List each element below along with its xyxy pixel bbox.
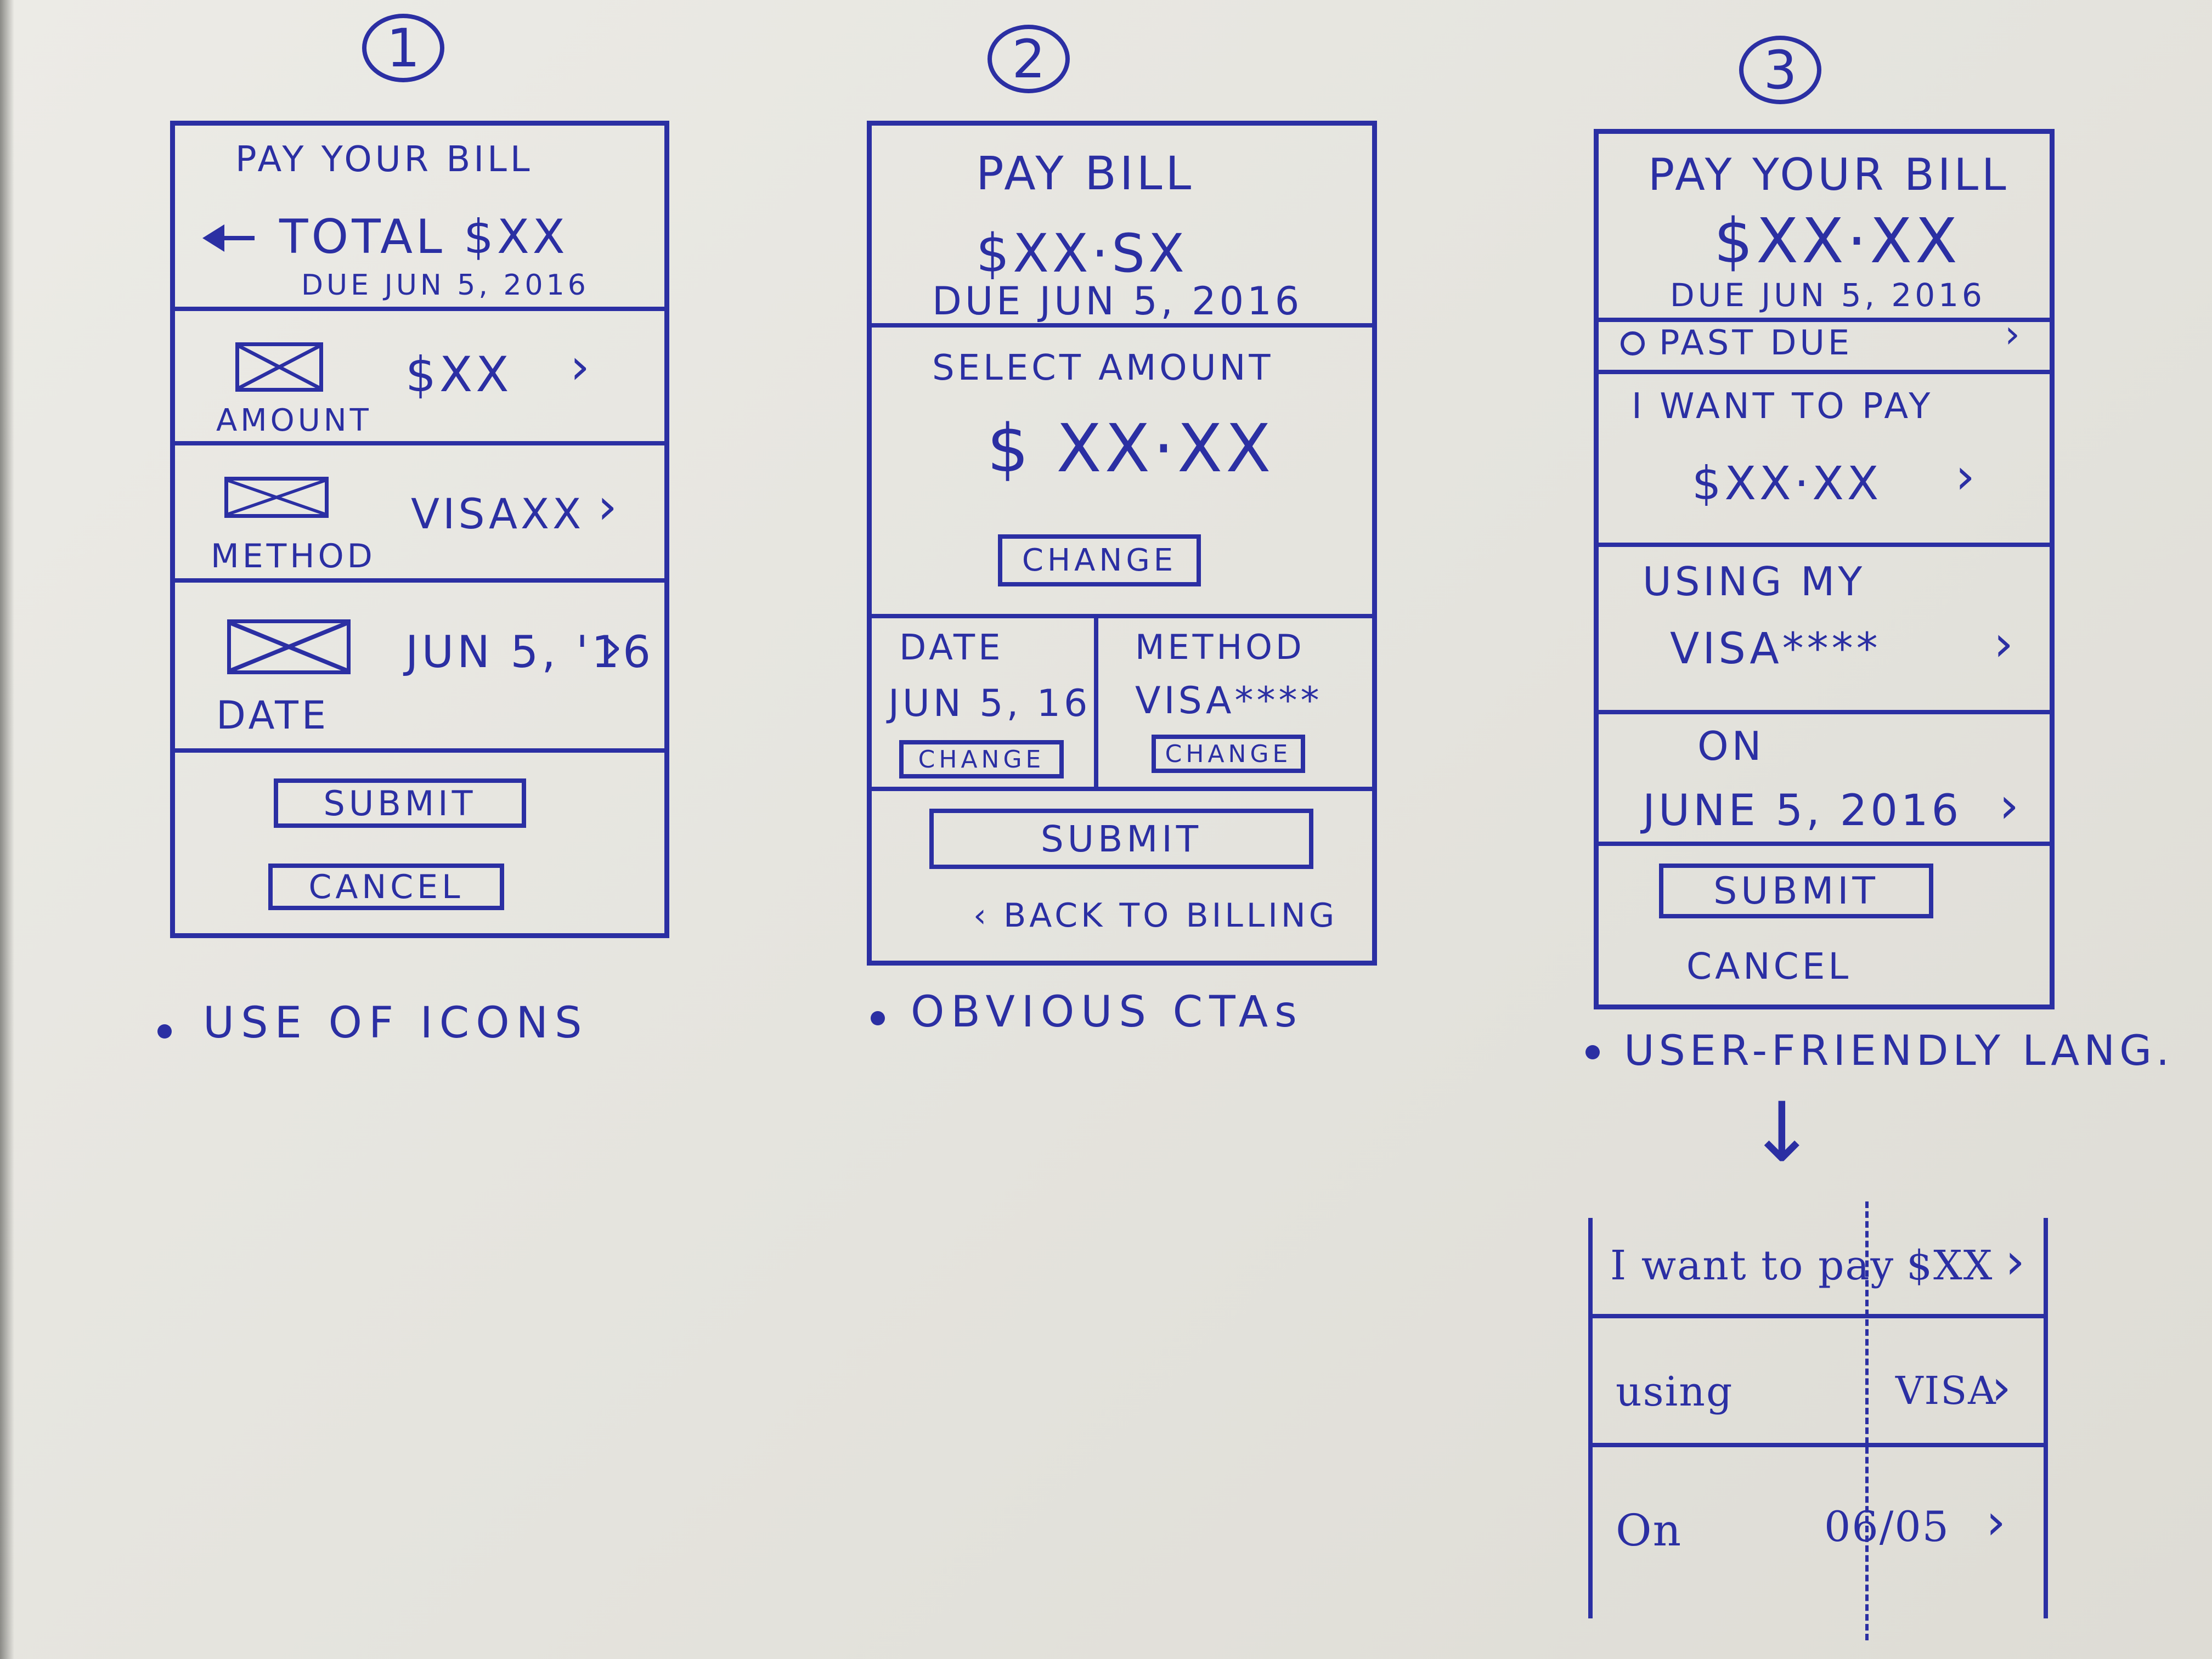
chevron-right-icon[interactable]: ›	[2005, 1233, 2025, 1290]
sketch-2-divider	[872, 787, 1372, 791]
detail-row-1-label: I want to pay	[1610, 1242, 1895, 1289]
sketch-3-using-label: USING MY	[1643, 558, 1866, 605]
sketch-2-back-to-billing-link[interactable]: ‹ BACK TO BILLING	[973, 896, 1338, 935]
chevron-right-icon[interactable]: ›	[603, 618, 623, 675]
sketch-2-change-date-button[interactable]: CHANGE	[899, 740, 1064, 778]
sketch-3-divider	[1599, 543, 2050, 547]
image-placeholder-icon	[227, 619, 351, 674]
chevron-right-icon[interactable]: ›	[1994, 615, 2013, 673]
sketch-2-number-text: 2	[1012, 28, 1046, 90]
sketch-2-total: $XX·SX	[976, 223, 1188, 284]
sketch-1-total: TOTAL $XX	[279, 210, 568, 264]
arrow-down-icon: ↓	[1747, 1085, 1820, 1181]
sketch-2-due: DUE JUN 5, 2016	[932, 279, 1303, 324]
chevron-right-icon[interactable]: ›	[1991, 1359, 2011, 1417]
sketch-1-title: PAY YOUR BILL	[235, 139, 533, 180]
sketch-3-on-value[interactable]: JUNE 5, 2016	[1643, 786, 1962, 836]
sketch-2-date-value: JUN 5, 16'	[888, 682, 1105, 725]
sketch-3-cancel-link[interactable]: CANCEL	[1686, 945, 1852, 988]
sketch-2-method-value: VISA****	[1135, 679, 1323, 723]
sketch-1-date-value: JUN 5, '16	[405, 627, 654, 678]
detail-row-3-value[interactable]: 06/05	[1824, 1502, 1950, 1551]
sketch-1-bullet	[157, 1024, 172, 1039]
detail-row-2-label: using	[1616, 1368, 1734, 1415]
sketch-1-cancel-button[interactable]: CANCEL	[268, 864, 504, 910]
alert-icon	[1621, 331, 1645, 356]
sketch-1-number-text: 1	[386, 17, 420, 79]
sketch-2-divider	[872, 614, 1372, 618]
sketch-3-submit-button[interactable]: SUBMIT	[1659, 864, 1933, 918]
sketch-1-method-value: VISAXX	[411, 489, 585, 538]
chevron-right-icon[interactable]: ›	[1999, 777, 2019, 834]
detail-divider	[1588, 1314, 2044, 1318]
sketch-2-phone-frame: PAY BILL $XX·SX DUE JUN 5, 2016 SELECT A…	[867, 121, 1377, 966]
chevron-right-icon[interactable]: ›	[1986, 1493, 2006, 1551]
chevron-right-icon[interactable]: ›	[597, 478, 617, 535]
sketch-1-divider	[175, 748, 664, 753]
sketch-3-total: $XX·XX	[1714, 206, 1961, 277]
sketch-2-bullet	[871, 1011, 885, 1025]
sketch-2-date-label: DATE	[899, 628, 1004, 668]
sketch-2-divider	[872, 323, 1372, 328]
sketch-3-note: USER-FRIENDLY LANG.	[1624, 1026, 2174, 1075]
photo-edge-shadow	[0, 0, 14, 1659]
sketch-1-phone-frame: PAY YOUR BILL TOTAL $XX DUE JUN 5, 2016 …	[170, 121, 669, 938]
sketch-3-bullet	[1585, 1045, 1600, 1059]
sketch-3-phone-frame: PAY YOUR BILL $XX·XX DUE JUN 5, 2016 PAS…	[1594, 129, 2055, 1009]
sketch-3-due: DUE JUN 5, 2016	[1670, 276, 1985, 314]
sketch-2-title: PAY BILL	[976, 146, 1195, 200]
sketch-2-select-amount: SELECT AMOUNT	[932, 348, 1274, 388]
detail-row-1-value[interactable]: $XX	[1906, 1242, 1994, 1289]
sketch-3-divider	[1599, 710, 2050, 714]
sketch-2-change-method-button[interactable]: CHANGE	[1152, 735, 1305, 773]
sketch-3-divider	[1599, 370, 2050, 374]
sketch-3-using-value[interactable]: VISA****	[1670, 624, 1881, 674]
sketch-1-divider	[175, 578, 664, 583]
sketch-1-submit-button[interactable]: SUBMIT	[274, 778, 526, 828]
sketch-1-number: 1	[362, 14, 444, 82]
sketch-3-number: 3	[1739, 36, 1821, 104]
detail-sketch: I want to pay $XX › using VISA › On 06/0…	[1588, 1201, 2049, 1640]
chevron-right-icon[interactable]: ›	[570, 338, 590, 396]
sketch-2-submit-button[interactable]: SUBMIT	[929, 809, 1313, 869]
chevron-right-icon[interactable]: ›	[2005, 312, 2020, 357]
sketch-3-on-label: ON	[1697, 723, 1765, 769]
sketch-2-column-divider	[1094, 614, 1098, 787]
detail-divider	[1588, 1443, 2044, 1447]
sketch-3-title: PAY YOUR BILL	[1648, 149, 2010, 200]
sketch-3-want-value[interactable]: $XX·XX	[1692, 456, 1882, 510]
sketch-2-amount: $ XX·XX	[987, 411, 1274, 487]
sketch-3-want-label: I WANT TO PAY	[1632, 386, 1934, 427]
sketch-1-method-label: METHOD	[211, 537, 376, 575]
sketch-2-change-amount-button[interactable]: CHANGE	[998, 534, 1201, 586]
sketch-1-divider	[175, 441, 664, 445]
sketch-1-amount-value: $XX	[405, 346, 512, 403]
chevron-right-icon[interactable]: ›	[1955, 448, 1975, 505]
sketch-2-note: OBVIOUS CTAs	[911, 988, 1304, 1037]
sketch-2-number: 2	[988, 25, 1070, 93]
sketch-3-divider	[1599, 318, 2050, 322]
detail-right-edge	[2044, 1218, 2048, 1618]
sketch-1-amount-label: AMOUNT	[216, 403, 372, 438]
detail-row-2-value[interactable]: VISA	[1895, 1368, 1997, 1413]
sketch-1-date-label: DATE	[216, 693, 330, 738]
image-placeholder-icon	[235, 342, 323, 392]
sketch-3-divider	[1599, 842, 2050, 846]
sketch-1-note: USE OF ICONS	[203, 998, 589, 1048]
image-placeholder-icon	[224, 477, 329, 518]
detail-center-guide	[1865, 1201, 1869, 1640]
detail-row-3-label: On	[1616, 1505, 1683, 1556]
detail-left-edge	[1588, 1218, 1593, 1618]
sketch-2-method-label: METHOD	[1135, 627, 1305, 667]
sketch-1-due: DUE JUN 5, 2016	[301, 269, 589, 302]
sketch-3-past-due[interactable]: PAST DUE	[1659, 323, 1853, 363]
speaker-icon	[197, 219, 257, 257]
sketch-1-divider	[175, 307, 664, 311]
sketch-3-number-text: 3	[1763, 39, 1797, 101]
